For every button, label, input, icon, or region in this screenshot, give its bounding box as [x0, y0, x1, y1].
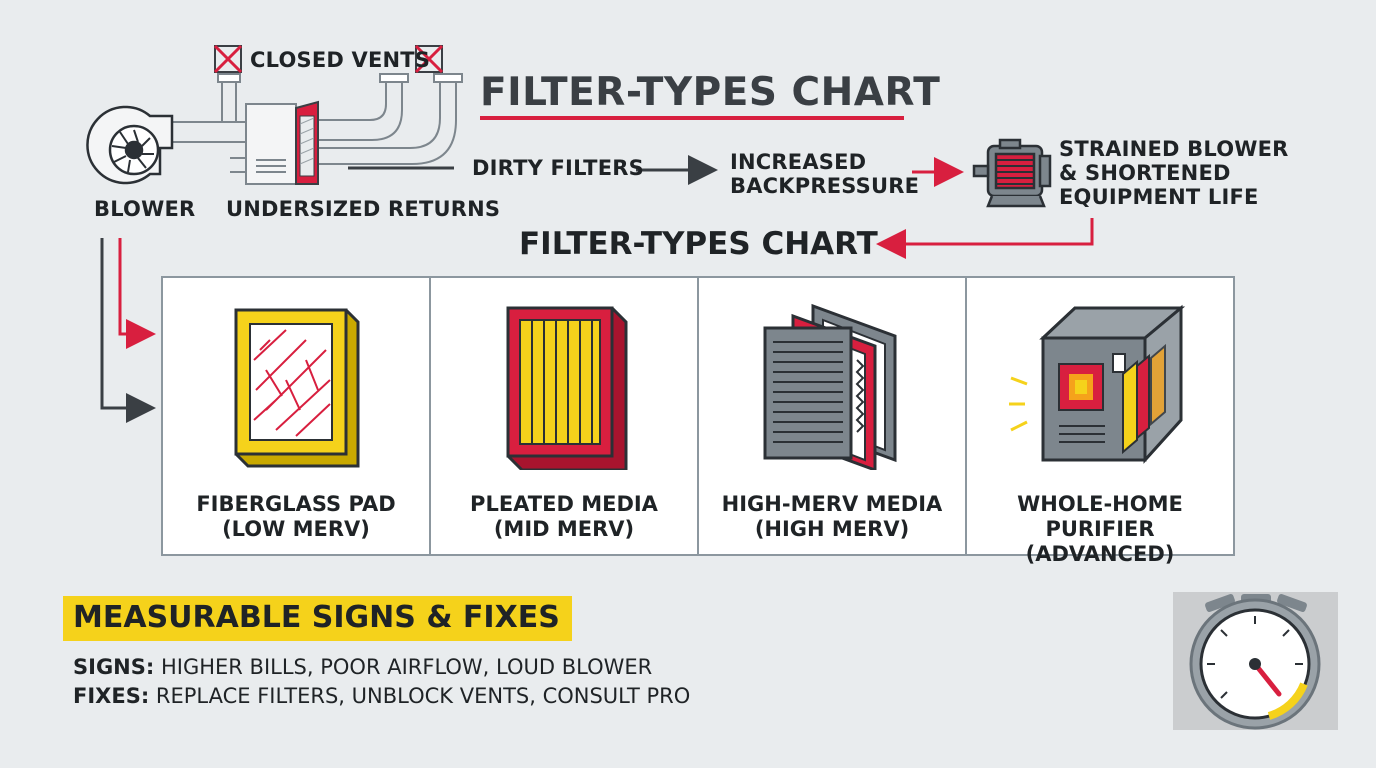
filter-name: WHOLE-HOME PURIFIER — [1017, 492, 1183, 541]
filter-types-table: FIBERGLASS PAD (LOW MERV) PLEATED MEDIA … — [161, 276, 1235, 566]
filter-label-high-merv: HIGH-MERV MEDIA (HIGH MERV) — [699, 492, 965, 542]
filter-label-purifier: WHOLE-HOME PURIFIER (ADVANCED) — [967, 492, 1233, 567]
high-merv-media-icon — [763, 303, 897, 470]
duct-system-illustration — [86, 44, 463, 185]
filter-label-fiberglass: FIBERGLASS PAD (LOW MERV) — [163, 492, 429, 542]
motor-icon — [972, 138, 1052, 208]
filter-rating: (LOW MERV) — [222, 517, 370, 541]
chart-title: FILTER-TYPES CHART — [480, 70, 941, 115]
strained-blower-label-1: STRAINED BLOWER — [1059, 137, 1289, 161]
chart-subtitle: FILTER-TYPES CHART — [519, 226, 878, 262]
fixes-label: FIXES: — [73, 684, 150, 708]
dirty-filter-icon — [295, 100, 319, 185]
blower-icon — [86, 105, 174, 185]
filter-card-purifier: WHOLE-HOME PURIFIER (ADVANCED) — [967, 278, 1233, 566]
strained-blower-label-3: EQUIPMENT LIFE — [1059, 185, 1259, 209]
filter-rating: (ADVANCED) — [1025, 542, 1175, 566]
pleated-media-icon — [506, 306, 628, 470]
closed-vent-x-icon-left — [213, 44, 243, 74]
gauge-needle — [1252, 661, 1282, 697]
signs-label: SIGNS: — [73, 655, 155, 679]
filter-label-pleated: PLEATED MEDIA (MID MERV) — [431, 492, 697, 542]
closed-vents-label: CLOSED VENTS — [250, 48, 431, 72]
undersized-returns-label: UNDERSIZED RETURNS — [226, 197, 501, 221]
filter-card-fiberglass: FIBERGLASS PAD (LOW MERV) — [163, 278, 431, 554]
blower-label: BLOWER — [94, 197, 196, 221]
purifier-icon — [1009, 304, 1186, 464]
gauge-panel — [1173, 592, 1338, 730]
flow-arrows — [100, 138, 1094, 423]
closed-vent-x-icon-right — [414, 44, 444, 74]
arrow-blower-gray — [100, 238, 156, 423]
signs-text: HIGHER BILLS, POOR AIRFLOW, LOUD BLOWER — [154, 655, 653, 679]
title-underline — [480, 116, 904, 120]
signs-fixes-heading: MEASURABLE SIGNS & FIXES — [63, 596, 572, 641]
filter-rating: (HIGH MERV) — [754, 517, 910, 541]
dirty-filters-label: DIRTY FILTERS — [472, 156, 644, 180]
backpressure-label-2: BACKPRESSURE — [730, 174, 920, 198]
strained-blower-label-2: & SHORTENED — [1059, 161, 1231, 185]
signs-line: SIGNS: HIGHER BILLS, POOR AIRFLOW, LOUD … — [73, 655, 652, 679]
arrow-strain-to-chart — [876, 218, 1094, 259]
fixes-text: REPLACE FILTERS, UNBLOCK VENTS, CONSULT … — [149, 684, 691, 708]
filter-name: FIBERGLASS PAD — [196, 492, 396, 516]
filter-name: HIGH-MERV MEDIA — [721, 492, 943, 516]
filter-name: PLEATED MEDIA — [470, 492, 658, 516]
filter-rating: (MID MERV) — [493, 517, 635, 541]
fiberglass-pad-icon — [234, 308, 360, 468]
arrow-blower-red — [118, 238, 156, 349]
filter-card-pleated: PLEATED MEDIA (MID MERV) — [431, 278, 699, 554]
fixes-line: FIXES: REPLACE FILTERS, UNBLOCK VENTS, C… — [73, 684, 690, 708]
filter-card-high-merv: HIGH-MERV MEDIA (HIGH MERV) — [699, 278, 967, 554]
backpressure-label-1: INCREASED — [730, 150, 867, 174]
pressure-gauge-icon — [1189, 594, 1321, 730]
